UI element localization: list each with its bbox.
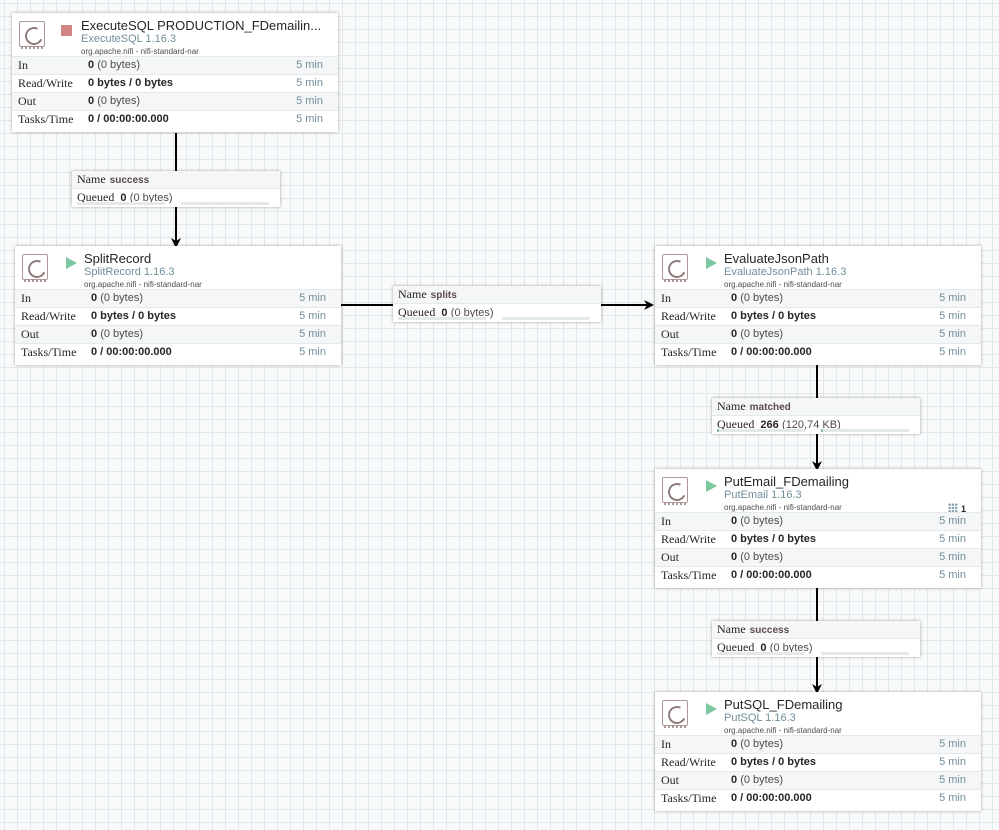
stat-row-out: Out 0 (0 bytes) 5 min bbox=[15, 325, 341, 343]
processor-bundle: org.apache.nifi - nifi-standard-nar bbox=[724, 280, 842, 289]
processor-name: ExecuteSQL PRODUCTION_FDemailin... bbox=[81, 18, 322, 33]
backpressure-object-bar bbox=[717, 652, 805, 655]
processor-type: EvaluateJsonPath 1.16.3 bbox=[724, 266, 847, 278]
running-icon bbox=[66, 257, 77, 269]
processor-icon bbox=[19, 21, 46, 49]
processor-name: PutSQL_FDemailing bbox=[724, 697, 843, 712]
processor-put-sql[interactable]: PutSQL_FDemailing PutSQL 1.16.3 org.apac… bbox=[655, 692, 981, 811]
stat-row-read-write: Read/Write 0 bytes / 0 bytes 5 min bbox=[12, 74, 338, 92]
stat-row-in: In 0 (0 bytes) 5 min bbox=[655, 735, 981, 753]
backpressure-size-bar bbox=[821, 429, 909, 432]
processor-bundle: org.apache.nifi - nifi-standard-nar bbox=[84, 280, 202, 289]
processor-type: PutSQL 1.16.3 bbox=[724, 712, 796, 724]
stat-row-tasks-time: Tasks/Time 0 / 00:00:00.000 5 min bbox=[655, 789, 981, 807]
processor-name: EvaluateJsonPath bbox=[724, 251, 829, 266]
backpressure-size-bar bbox=[821, 652, 909, 655]
processor-bundle: org.apache.nifi - nifi-standard-nar bbox=[81, 47, 199, 56]
backpressure-object-bar bbox=[77, 202, 165, 205]
stat-row-read-write: Read/Write 0 bytes / 0 bytes 5 min bbox=[655, 307, 981, 325]
processor-bundle: org.apache.nifi - nifi-standard-nar bbox=[724, 503, 842, 512]
backpressure-object-bar bbox=[398, 317, 486, 320]
processor-icon bbox=[22, 254, 49, 282]
running-icon bbox=[706, 703, 717, 715]
backpressure-object-bar bbox=[717, 429, 805, 432]
stat-row-in: In 0 (0 bytes) 5 min bbox=[12, 56, 338, 74]
running-icon bbox=[706, 480, 717, 492]
stat-row-in: In 0 (0 bytes) 5 min bbox=[15, 289, 341, 307]
threads-icon bbox=[947, 503, 958, 513]
stat-row-out: Out 0 (0 bytes) 5 min bbox=[12, 92, 338, 110]
stat-row-read-write: Read/Write 0 bytes / 0 bytes 5 min bbox=[655, 753, 981, 771]
stopped-icon bbox=[61, 25, 72, 36]
backpressure-size-bar bbox=[181, 202, 269, 205]
processor-evaluate-json-path[interactable]: EvaluateJsonPath EvaluateJsonPath 1.16.3… bbox=[655, 246, 981, 365]
running-icon bbox=[706, 257, 717, 269]
processor-put-email[interactable]: PutEmail_FDemailing PutEmail 1.16.3 org.… bbox=[655, 469, 981, 588]
stat-row-tasks-time: Tasks/Time 0 / 00:00:00.000 5 min bbox=[655, 566, 981, 584]
stat-row-tasks-time: Tasks/Time 0 / 00:00:00.000 5 min bbox=[655, 343, 981, 361]
processor-split-record[interactable]: SplitRecord SplitRecord 1.16.3 org.apach… bbox=[15, 246, 341, 365]
stat-row-out: Out 0 (0 bytes) 5 min bbox=[655, 548, 981, 566]
processor-type: SplitRecord 1.16.3 bbox=[84, 266, 175, 278]
stat-row-out: Out 0 (0 bytes) 5 min bbox=[655, 771, 981, 789]
stat-row-out: Out 0 (0 bytes) 5 min bbox=[655, 325, 981, 343]
stat-row-tasks-time: Tasks/Time 0 / 00:00:00.000 5 min bbox=[12, 110, 338, 128]
processor-icon bbox=[662, 477, 689, 505]
processor-icon bbox=[662, 700, 689, 728]
backpressure-size-bar bbox=[502, 317, 590, 320]
processor-type: ExecuteSQL 1.16.3 bbox=[81, 33, 176, 45]
processor-name: PutEmail_FDemailing bbox=[724, 474, 849, 489]
processor-bundle: org.apache.nifi - nifi-standard-nar bbox=[724, 726, 842, 735]
active-threads-badge: 1 bbox=[947, 503, 966, 514]
stat-row-in: In 0 (0 bytes) 5 min bbox=[655, 289, 981, 307]
processor-name: SplitRecord bbox=[84, 251, 152, 266]
stat-row-read-write: Read/Write 0 bytes / 0 bytes 5 min bbox=[15, 307, 341, 325]
processor-type: PutEmail 1.16.3 bbox=[724, 489, 802, 501]
stat-row-in: In 0 (0 bytes) 5 min bbox=[655, 512, 981, 530]
processor-icon bbox=[662, 254, 689, 282]
stat-row-tasks-time: Tasks/Time 0 / 00:00:00.000 5 min bbox=[15, 343, 341, 361]
stat-row-read-write: Read/Write 0 bytes / 0 bytes 5 min bbox=[655, 530, 981, 548]
processor-execute-sql[interactable]: ExecuteSQL PRODUCTION_FDemailin... Execu… bbox=[12, 13, 338, 132]
